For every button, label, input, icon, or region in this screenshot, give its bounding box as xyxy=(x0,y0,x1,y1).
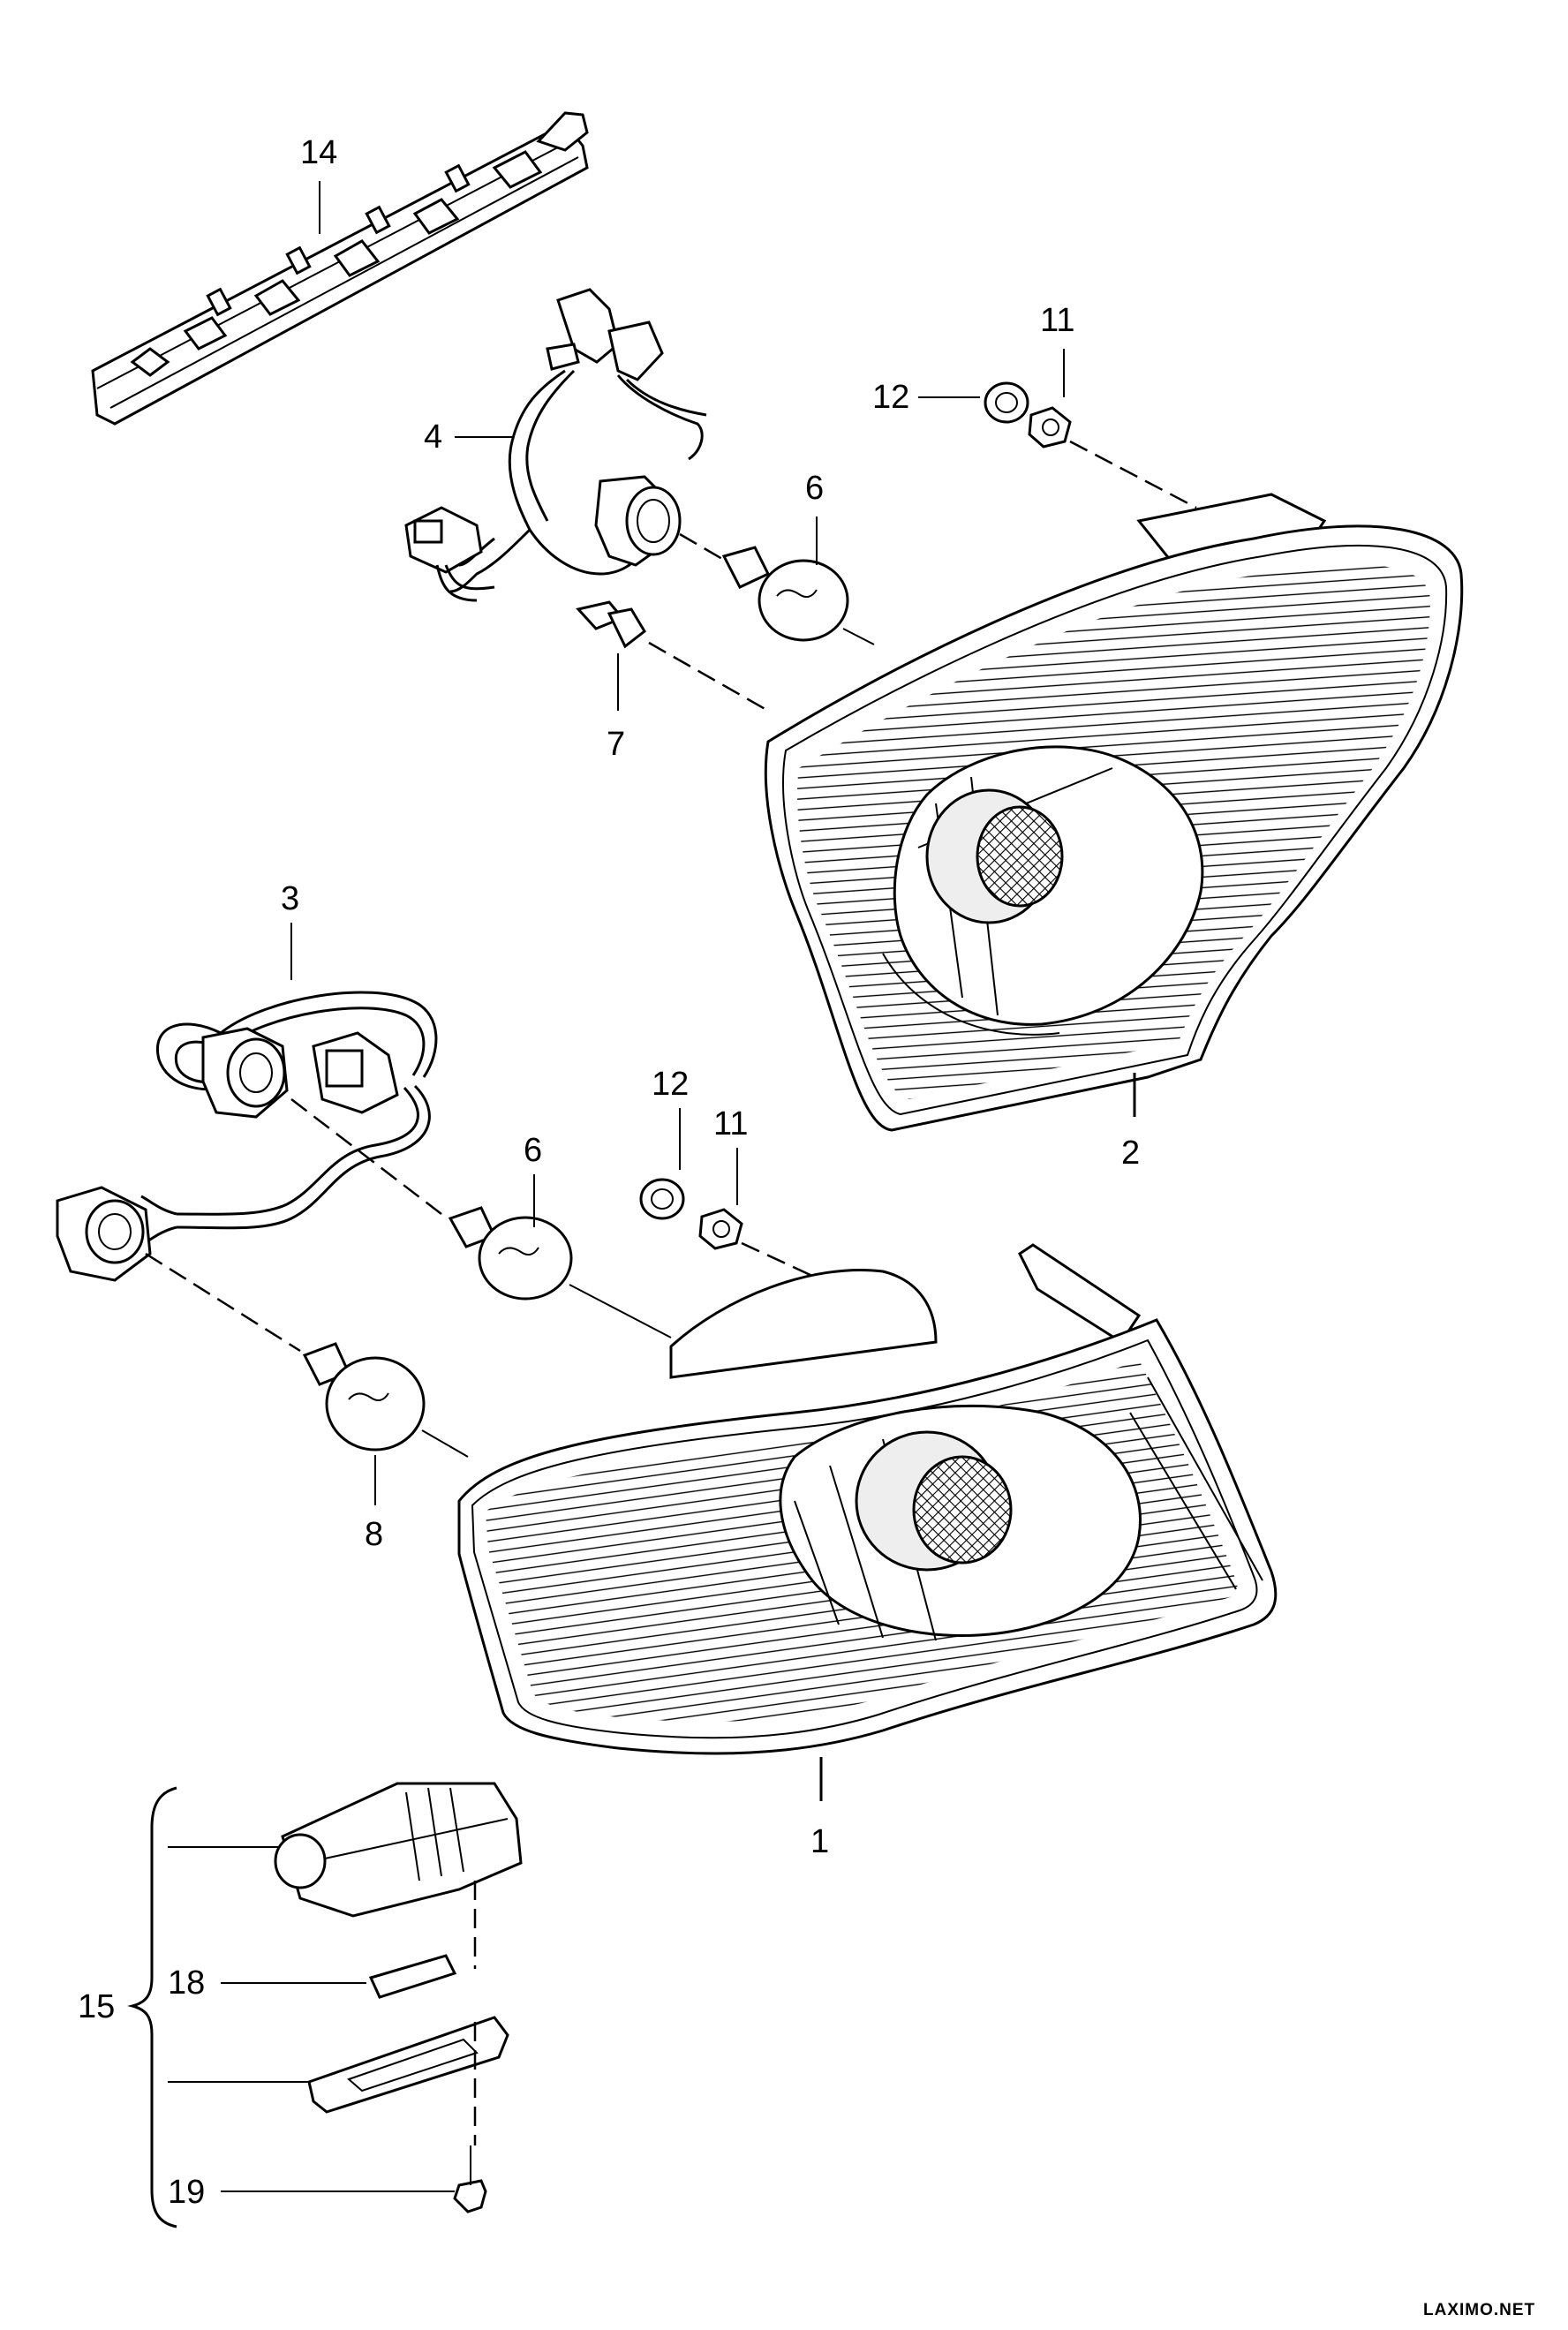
part-2-tail-light-inner xyxy=(764,493,1464,1132)
callout-3: 3 xyxy=(281,880,299,917)
part-1-tail-light-outer xyxy=(457,1243,1278,1801)
callout-1: 1 xyxy=(810,1823,829,1860)
callout-7: 7 xyxy=(607,726,625,763)
callout-2: 2 xyxy=(1121,1135,1140,1172)
callout-19: 19 xyxy=(168,2174,205,2211)
callout-15: 15 xyxy=(78,1988,115,2025)
part-8-bulb xyxy=(145,1252,469,1458)
part-11-12-upper-fasteners xyxy=(984,381,1197,509)
callout-18: 18 xyxy=(168,1964,205,2002)
callout-11-upper: 11 xyxy=(1040,302,1074,339)
part-14-high-level-brake-light xyxy=(91,111,589,426)
callout-14: 14 xyxy=(300,134,337,171)
callout-6-upper: 6 xyxy=(805,470,824,507)
part-7-small-bulb xyxy=(576,600,769,713)
callout-8: 8 xyxy=(365,1516,383,1553)
callout-11-lower: 11 xyxy=(713,1105,748,1142)
callout-6-lower: 6 xyxy=(524,1132,542,1169)
callout-4: 4 xyxy=(424,418,442,456)
leader-lines xyxy=(168,181,1065,2192)
callout-12-lower: 12 xyxy=(652,1066,689,1103)
part-3-wiring-harness-lower xyxy=(56,991,438,1282)
part-6-bulb-lower xyxy=(290,1098,672,1338)
watermark: LAXIMO.NET xyxy=(1423,2301,1535,2319)
part-11-12-lower-fasteners xyxy=(639,1178,813,1278)
part-15-licence-plate-light xyxy=(127,1782,523,2228)
callout-labels: 14 4 12 11 6 7 3 12 11 6 2 8 1 15 18 19 xyxy=(78,134,1140,2211)
part-4-wiring-harness-upper xyxy=(404,288,707,602)
part-6-bulb-upper xyxy=(679,532,875,645)
callout-12-upper: 12 xyxy=(872,379,909,416)
